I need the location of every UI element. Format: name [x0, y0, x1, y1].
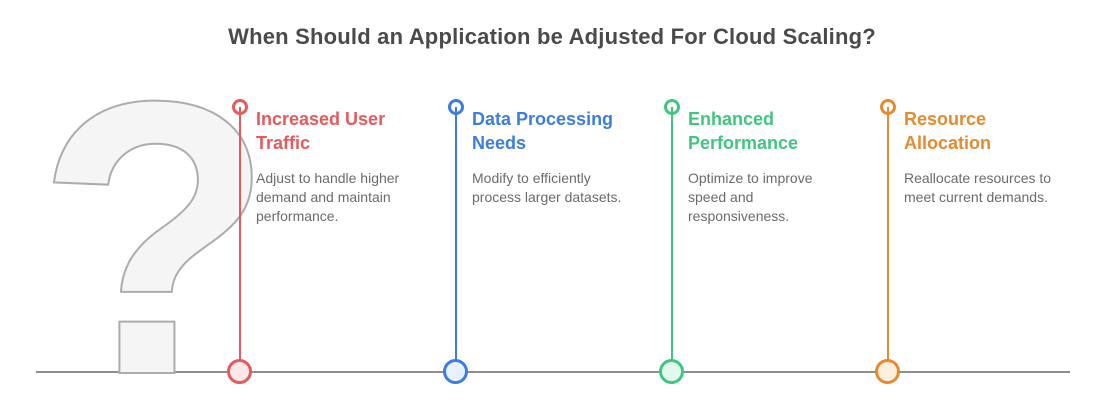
milestone-connector-line	[887, 107, 889, 372]
milestone-heading: Resource Allocation	[904, 109, 992, 153]
milestone-end-dot	[443, 359, 468, 384]
milestone-resource-allocation: Resource Allocation Reallocate resources…	[875, 95, 1072, 395]
milestone-heading: Data Processing Needs	[472, 109, 614, 153]
milestone-content: Resource Allocation Reallocate resources…	[904, 107, 1072, 207]
milestone-end-dot	[875, 359, 900, 384]
milestone-content: Increased User Traffic Adjust to handle …	[256, 107, 424, 226]
diagram-title: When Should an Application be Adjusted F…	[228, 24, 876, 49]
milestone-end-dot	[659, 359, 684, 384]
milestone-end-dot	[227, 359, 252, 384]
milestone-description: Adjust to handle higher demand and maint…	[256, 170, 400, 224]
milestone-connector-line	[671, 107, 673, 372]
milestone-enhanced-performance: Enhanced Performance Optimize to improve…	[659, 95, 856, 395]
milestone-heading: Increased User Traffic	[256, 109, 386, 153]
milestone-description: Reallocate resources to meet current dem…	[904, 170, 1052, 205]
milestone-description: Modify to efficiently process larger dat…	[472, 170, 622, 205]
milestone-content: Data Processing Needs Modify to efficien…	[472, 107, 640, 207]
timeline-baseline	[36, 371, 1070, 373]
milestone-data-processing-needs: Data Processing Needs Modify to efficien…	[443, 95, 640, 395]
milestone-content: Enhanced Performance Optimize to improve…	[688, 107, 856, 226]
milestone-connector-line	[239, 107, 241, 372]
milestone-increased-user-traffic: Increased User Traffic Adjust to handle …	[227, 95, 424, 395]
milestone-heading: Enhanced Performance	[688, 109, 799, 153]
milestone-description: Optimize to improve speed and responsive…	[688, 170, 813, 224]
milestone-connector-line	[455, 107, 457, 372]
